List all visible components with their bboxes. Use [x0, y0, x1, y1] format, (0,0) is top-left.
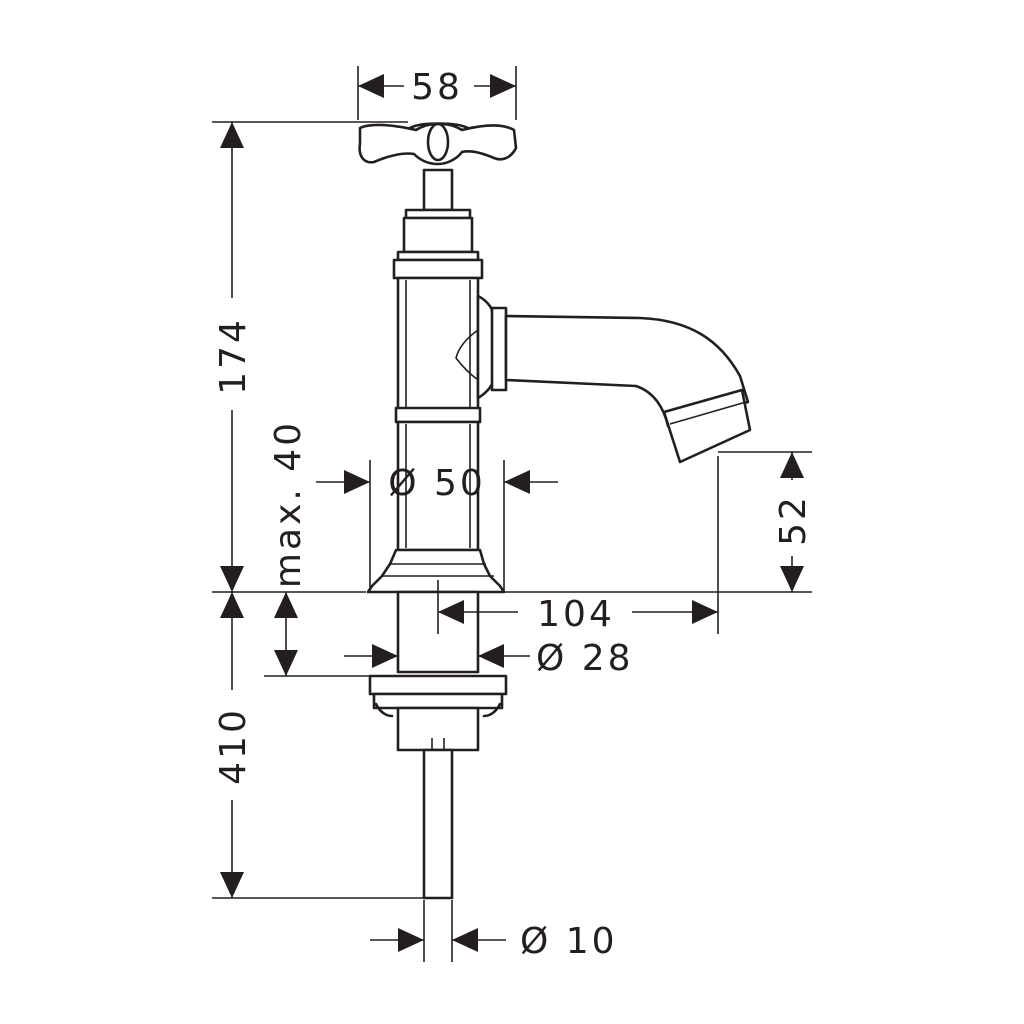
cross-handle [358, 122, 518, 166]
supply-pipe [422, 748, 454, 900]
bonnet-nut [392, 258, 484, 280]
bonnet [402, 216, 474, 254]
shank-lower [396, 706, 480, 752]
dimension-handle-width: 58 [357, 66, 517, 120]
dimension-body-diameter: Ø 50 [316, 460, 558, 592]
spindle [422, 168, 454, 212]
dimension-deck-thickness: max. 40 [264, 420, 370, 677]
spout-projection-label: 104 [537, 594, 615, 635]
deck-thickness-label: max. 40 [268, 420, 309, 588]
nut-washer [372, 692, 504, 710]
handle-width-label: 58 [411, 67, 463, 108]
pipe-diameter-label: Ø 10 [520, 921, 618, 962]
dimension-height-above-deck: 174 [212, 121, 408, 593]
dimension-pipe-diameter: Ø 10 [370, 900, 618, 962]
dimension-spout-height: 52 [504, 451, 814, 593]
height-above-deck-label: 174 [213, 317, 254, 395]
spout-ring [490, 306, 508, 392]
body-diameter-label: Ø 50 [388, 463, 486, 504]
dimension-spout-projection: 104 [437, 456, 719, 635]
spout [504, 314, 750, 428]
aerator [662, 388, 752, 464]
length-below-deck-label: 410 [213, 707, 254, 785]
faucet-outline [358, 122, 752, 900]
shank-diameter-label: Ø 28 [536, 638, 634, 679]
base-flange [366, 548, 506, 594]
spout-height-label: 52 [773, 494, 814, 546]
dimension-length-below-deck: 410 [212, 592, 424, 899]
dimension-shank-diameter: Ø 28 [344, 638, 634, 679]
handle-top [408, 122, 470, 130]
body-band [394, 406, 482, 424]
mounting-nut [368, 674, 508, 696]
body-upper [396, 276, 480, 412]
